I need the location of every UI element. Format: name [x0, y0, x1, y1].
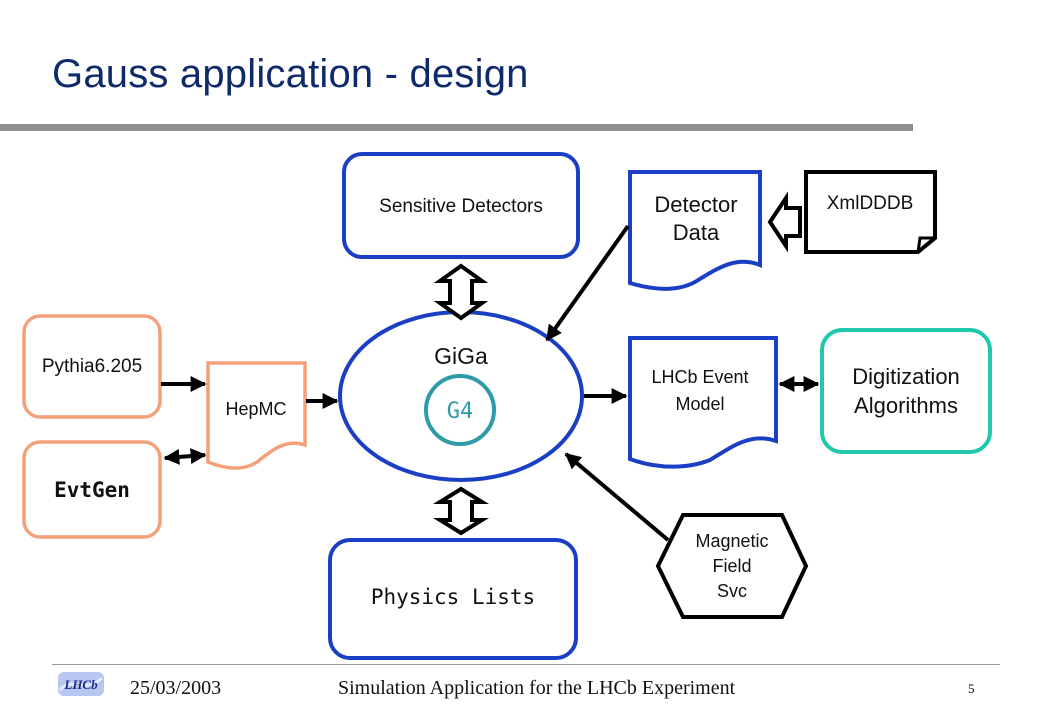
lhcb-logo: LHCb: [56, 670, 106, 698]
sensitive-detectors-box[interactable]: Sensitive Detectors: [342, 152, 580, 259]
detector-data-document[interactable]: Detector Data: [628, 170, 762, 291]
magnetic-field-svc-hexagon[interactable]: Magnetic Field Svc: [655, 513, 809, 619]
evtgen-hepmc-bidirectional-arrow: [163, 448, 207, 465]
title-divider: [0, 124, 913, 131]
physics-lists-box[interactable]: Physics Lists: [328, 538, 578, 660]
g4-label: G4: [447, 399, 474, 424]
xmldddb-document[interactable]: XmlDDDB: [804, 170, 937, 254]
lhcb-event-model-document[interactable]: LHCb Event Model: [628, 336, 778, 469]
footer-divider: [52, 664, 1000, 665]
detector-data-to-giga-arrow: [545, 224, 630, 342]
footer-title: Simulation Application for the LHCb Expe…: [338, 677, 736, 699]
xmldddb-label: XmlDDDB: [827, 193, 914, 214]
pythia-label: Pythia6.205: [42, 356, 142, 377]
evtgen-box[interactable]: EvtGen: [22, 440, 162, 539]
magnetic-field-to-giga-arrow: [564, 452, 670, 542]
footer-date: 25/03/2003: [130, 677, 222, 699]
magnetic-field-label-line2: Field: [712, 556, 751, 576]
hepmc-label: HepMC: [225, 399, 286, 419]
giga-ellipse[interactable]: GiGa G4: [338, 310, 584, 482]
sensitive-detectors-giga-double-arrow: [433, 263, 489, 321]
hepmc-document[interactable]: HepMC: [206, 361, 307, 470]
page-number: 5: [968, 681, 975, 696]
magnetic-field-label-line1: Magnetic: [695, 531, 768, 551]
giga-physics-lists-double-arrow: [432, 486, 490, 536]
lhcb-event-model-label-line2: Model: [675, 394, 724, 414]
sensitive-detectors-label: Sensitive Detectors: [379, 196, 543, 217]
xmldddb-to-detector-data-arrow: [767, 191, 802, 253]
lhcb-event-model-label-line1: LHCb Event: [651, 367, 748, 387]
pythia-box[interactable]: Pythia6.205: [22, 314, 162, 419]
detector-data-label-line2: Data: [673, 220, 720, 245]
physics-lists-label: Physics Lists: [371, 585, 535, 609]
slide-title: Gauss application - design: [52, 52, 529, 96]
digitization-label-line2: Algorithms: [854, 393, 958, 418]
giga-label: GiGa: [434, 343, 488, 369]
detector-data-label-line1: Detector: [654, 192, 737, 217]
digitization-label-line1: Digitization: [852, 364, 960, 389]
digitization-algorithms-box[interactable]: Digitization Algorithms: [820, 328, 992, 454]
lhcb-logo-text: LHCb: [63, 677, 98, 692]
magnetic-field-label-line3: Svc: [717, 581, 747, 601]
g4-circle: [424, 374, 496, 446]
evtgen-label: EvtGen: [54, 478, 130, 502]
